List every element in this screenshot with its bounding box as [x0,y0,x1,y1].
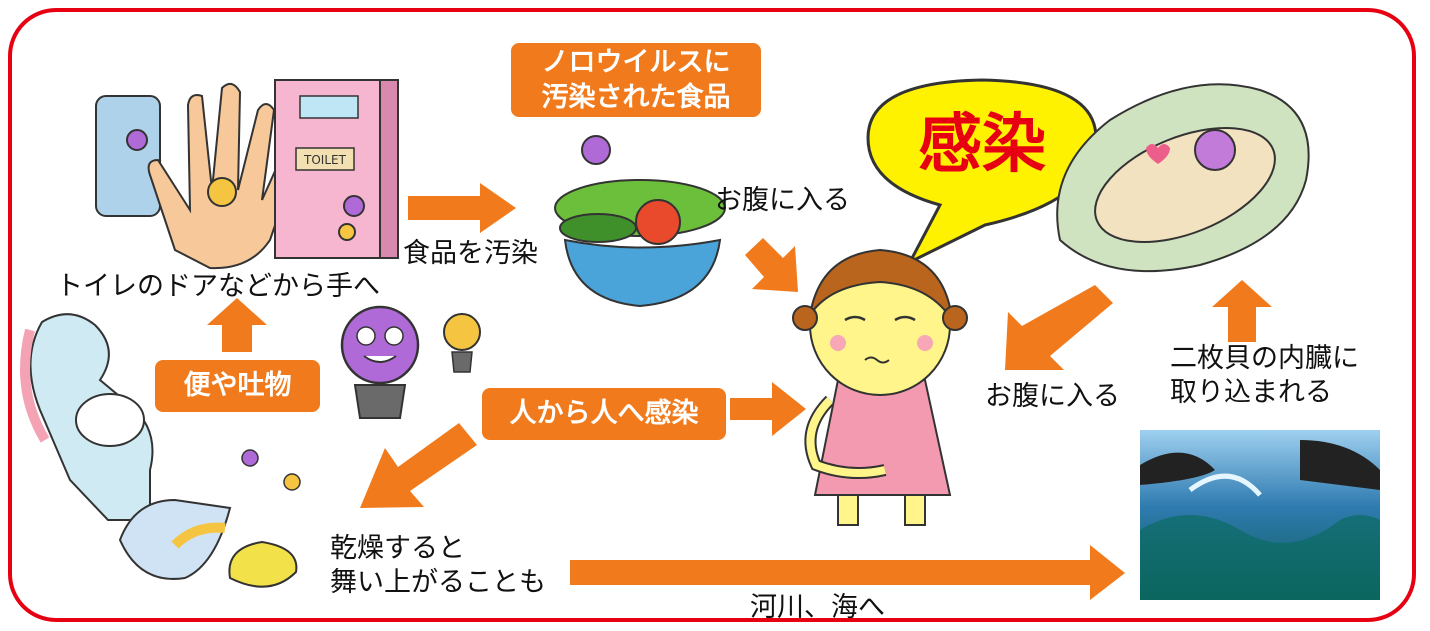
speech-text: 感染 [918,108,1046,182]
arrow-stool-to-hands [207,298,267,352]
shellfish-label: 二枚貝の内臓に 取り込まれる [1170,343,1359,408]
oyster-illustration [1056,83,1310,273]
salad-bowl-illustration [554,135,726,308]
dry-label: 乾燥すると 舞い上がることも [330,533,546,598]
sea-illustration [1140,430,1380,600]
girl-illustration [792,248,968,526]
arrow-person-to-dry [360,423,477,508]
virus-characters [241,305,481,491]
arrow-to-river-sea [570,545,1125,600]
flow-arrows [207,183,1272,600]
hand-towel-illustration [95,82,298,270]
toilet-door-illustration: TOILET [274,79,399,259]
arrow-hands-to-food [408,183,516,233]
toilet-sign-text: TOILET [303,153,347,167]
belly-top-label: お腹に入る [715,185,850,216]
toilet-illustration [20,313,154,521]
belly-right-label: お腹に入る [985,381,1120,412]
arrow-sea-to-oyster [1212,280,1272,342]
arrow-food-to-girl [745,238,798,292]
pad-and-sponge-illustration [118,498,298,588]
arrow-person-to-girl [730,382,806,436]
food-contaminate-label: 食品を汚染 [403,238,538,269]
person-to-person-badge: 人から人へ感染 [482,388,726,440]
diagram-frame [8,8,1416,622]
hands-label: トイレのドアなどから手へ [56,271,380,302]
river-sea-label: 河川、海へ [750,592,885,623]
arrow-oyster-to-girl [1005,285,1113,370]
speech-bubble: 感染 [866,78,1098,266]
stool-badge: 便や吐物 [155,360,320,412]
food-badge: ノロウイルスに 汚染された食品 [511,43,761,117]
